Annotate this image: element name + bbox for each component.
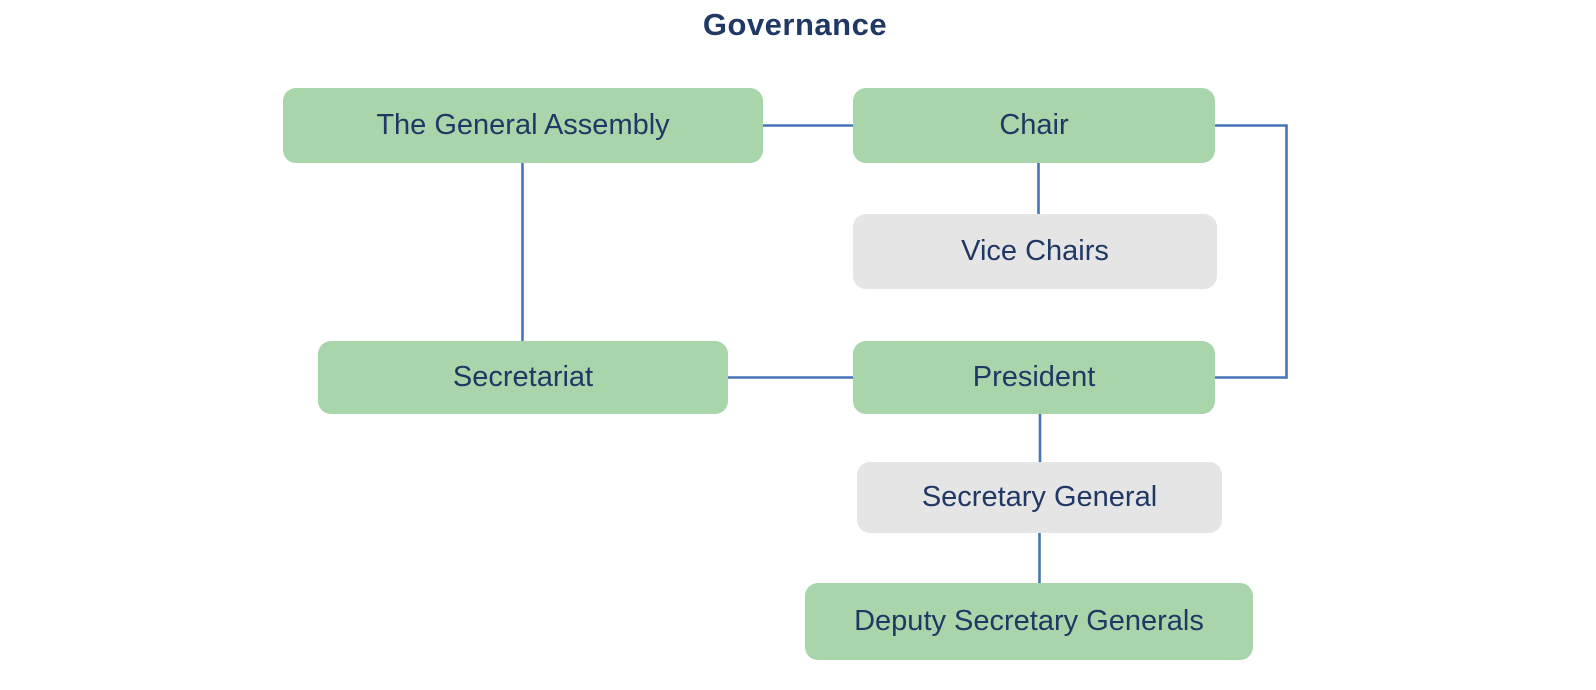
node-deputy-secretary-generals: Deputy Secretary Generals [805, 583, 1253, 660]
node-secretariat-label: Secretariat [452, 361, 594, 393]
node-deputy-secretary-generals-label: Deputy Secretary Generals [854, 605, 1204, 637]
node-secretary-general: Secretary General [857, 462, 1222, 533]
node-vice-chairs-label: Vice Chairs [961, 235, 1109, 267]
node-president-label: President [972, 361, 1096, 393]
node-secretary-general-label: Secretary General [921, 481, 1158, 513]
edge-chair-president-elbow [1215, 124, 1288, 379]
node-secretariat: Secretariat [318, 341, 728, 414]
node-general-assembly-label: The General Assembly [376, 109, 670, 141]
node-chair-label: Chair [999, 109, 1069, 141]
diagram-title: Governance [702, 7, 888, 42]
node-general-assembly: The General Assembly [283, 88, 763, 163]
node-president: President [853, 341, 1215, 414]
node-chair: Chair [853, 88, 1215, 163]
node-vice-chairs: Vice Chairs [853, 214, 1217, 289]
